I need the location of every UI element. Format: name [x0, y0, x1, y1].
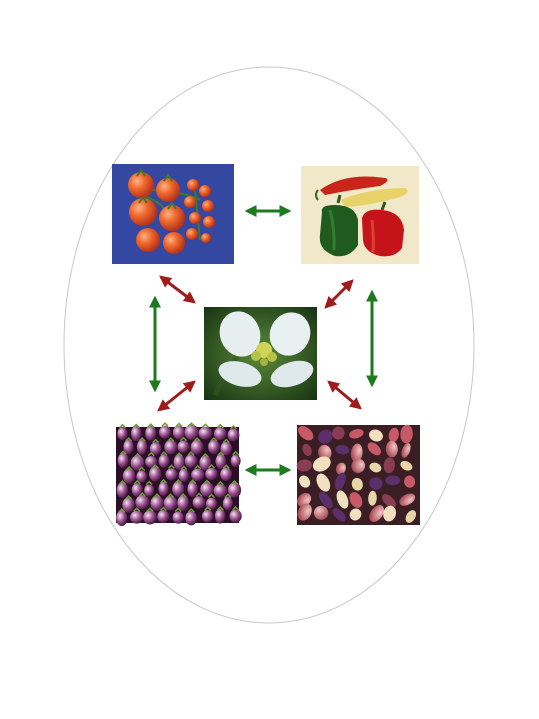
tomato-image: [112, 164, 234, 264]
eggplant-image: [116, 422, 242, 526]
potato-image: [296, 424, 420, 525]
arrow-flower-potato: [327, 380, 362, 410]
flower-image: [204, 307, 317, 400]
enclosing-ellipse: [63, 66, 475, 624]
arrow-flower-pepper: [324, 279, 354, 309]
arrow-flower-tomato: [159, 275, 196, 304]
pepper-image: [301, 166, 419, 264]
arrow-flower-eggplant: [157, 380, 196, 412]
arrows: [149, 205, 378, 476]
